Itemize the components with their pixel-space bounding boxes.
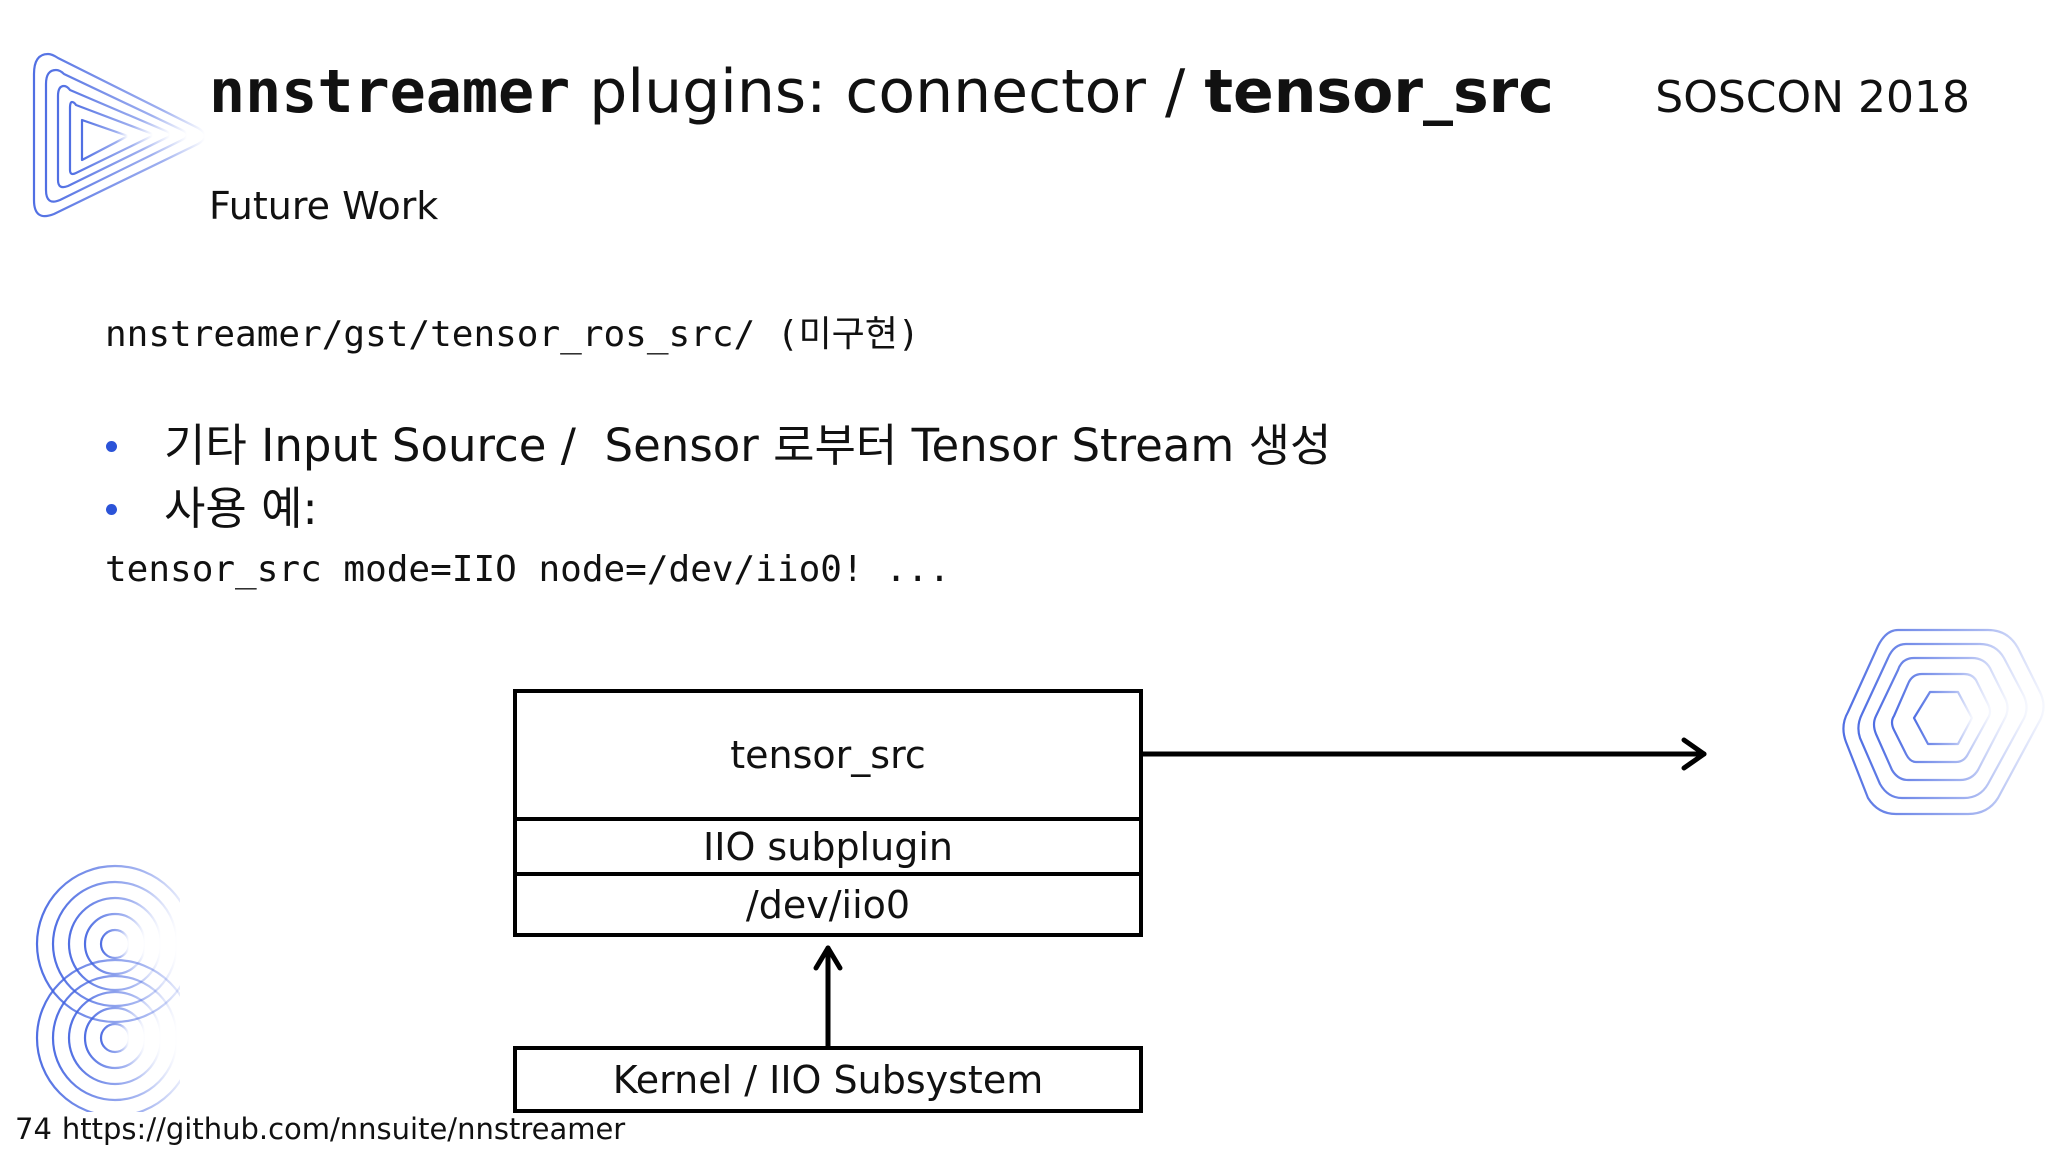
bullet-item: 기타 Input Source / Sensor 로부터 Tensor Stre…: [100, 414, 1331, 477]
page-number: 74: [15, 1112, 52, 1146]
slide-title: nnstreamer plugins: connector / tensor_s…: [209, 54, 1554, 130]
title-element-name: tensor_src: [1204, 57, 1554, 127]
slide-footer: 74 https://github.com/nnsuite/nnstreamer: [15, 1110, 625, 1148]
hexagon-ring-logo-icon: [1838, 622, 2048, 822]
tensor-src-stack: tensor_src IIO subplugin /dev/iio0: [513, 689, 1143, 937]
source-path-line: nnstreamer/gst/tensor_ros_src/ (미구현): [105, 314, 920, 355]
iio-subplugin-box: IIO subplugin: [513, 817, 1143, 876]
output-arrow-head: [1681, 737, 1707, 771]
kernel-subsystem-box: Kernel / IIO Subsystem: [513, 1046, 1143, 1113]
bullet-text: 사용 예:: [164, 482, 318, 535]
figure-eight-logo-icon: [30, 862, 180, 1112]
title-middle: plugins: connector /: [570, 57, 1205, 127]
bullet-dot-icon: [106, 441, 117, 452]
up-arrow-head: [813, 945, 843, 971]
play-triangle-logo-icon: [28, 40, 213, 235]
example-pipeline: tensor_src mode=IIO node=/dev/iio0! ...: [105, 549, 951, 590]
slide-subtitle: Future Work: [209, 184, 439, 228]
bullet-list: 기타 Input Source / Sensor 로부터 Tensor Stre…: [100, 414, 1331, 540]
bullet-text: 기타 Input Source / Sensor 로부터 Tensor Stre…: [164, 419, 1332, 472]
device-node-box: /dev/iio0: [513, 872, 1143, 937]
tensor-src-box: tensor_src: [513, 689, 1143, 821]
bullet-dot-icon: [106, 504, 117, 515]
conference-label: SOSCON 2018: [1655, 72, 1970, 123]
bullet-item: 사용 예:: [100, 477, 1331, 540]
title-project-name: nnstreamer: [209, 57, 571, 127]
footer-url: https://github.com/nnsuite/nnstreamer: [61, 1112, 626, 1146]
